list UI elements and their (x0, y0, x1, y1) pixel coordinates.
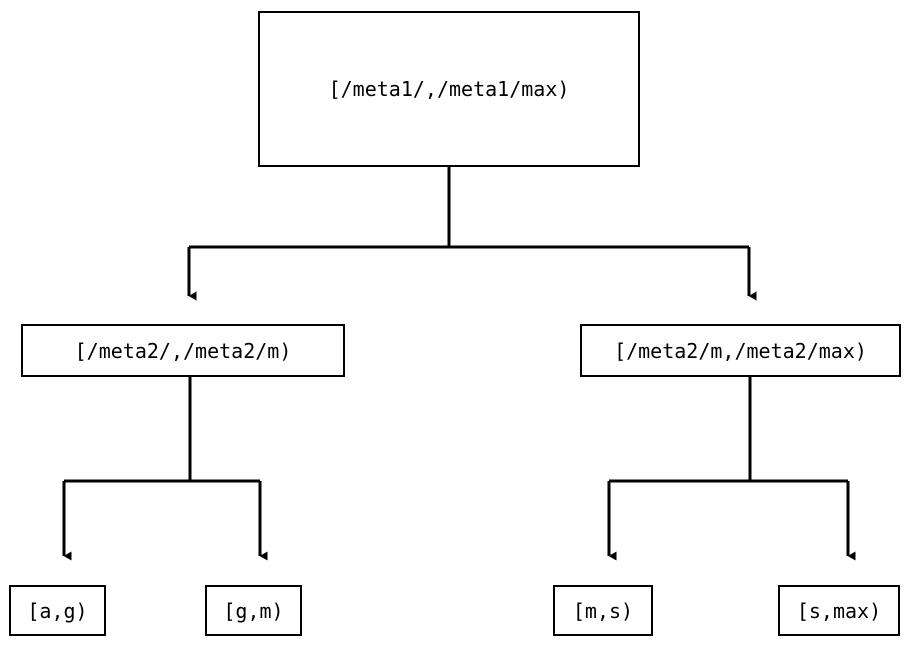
tree-node-mid-right[interactable]: [/meta2/m,/meta2/max) (580, 324, 901, 377)
edge-root-to-mid-level (187, 167, 757, 301)
tree-node-mid-left-label: [/meta2/,/meta2/m) (74, 338, 292, 363)
edge-mid-left-to-leaves (62, 377, 268, 561)
tree-node-leaf-4-label: [s,max) (796, 598, 882, 623)
tree-node-root[interactable]: [/meta1/,/meta1/max) (258, 11, 640, 167)
edge-mid-right-to-leaves (607, 377, 856, 561)
tree-node-leaf-1-label: [a,g) (27, 598, 88, 623)
tree-node-mid-left[interactable]: [/meta2/,/meta2/m) (21, 324, 345, 377)
tree-node-leaf-2-label: [g,m) (223, 598, 284, 623)
tree-node-root-label: [/meta1/,/meta1/max) (328, 77, 570, 101)
tree-node-leaf-3[interactable]: [m,s) (553, 585, 653, 636)
tree-node-leaf-3-label: [m,s) (572, 598, 634, 623)
tree-node-leaf-2[interactable]: [g,m) (205, 585, 302, 636)
tree-node-leaf-1[interactable]: [a,g) (9, 585, 106, 636)
tree-node-leaf-4[interactable]: [s,max) (778, 585, 900, 636)
tree-node-mid-right-label: [/meta2/m,/meta2/max) (614, 338, 867, 363)
